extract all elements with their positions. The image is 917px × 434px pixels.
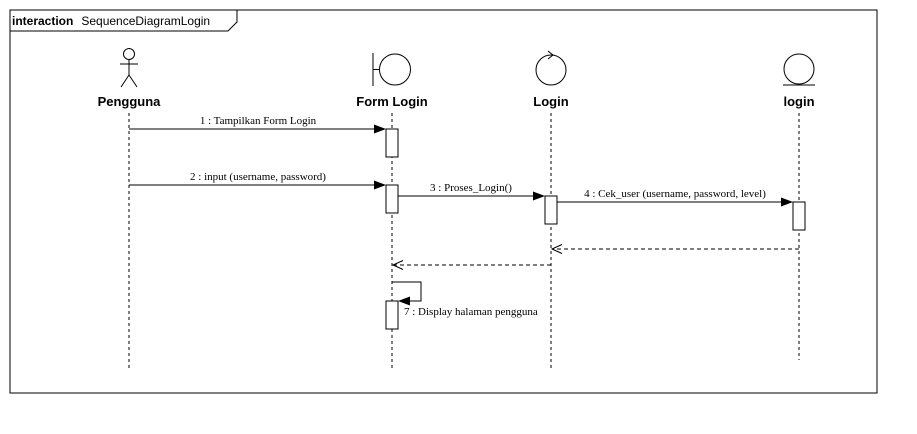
actor-icon — [120, 48, 138, 88]
return-message-6 — [391, 260, 551, 270]
frame-title: interaction SequenceDiagramLogin — [12, 12, 210, 29]
arrowhead — [398, 296, 410, 306]
message-1: 1 : Tampilkan Form Login — [129, 115, 386, 134]
message-label-1: 1 : Tampilkan Form Login — [200, 115, 317, 127]
message-4: 4 : Cek_user (username, password, level) — [557, 188, 793, 207]
arrowhead — [374, 180, 386, 190]
activation-bar — [792, 201, 806, 231]
participant-label-login-entity: login — [783, 94, 814, 109]
activation-bar — [385, 184, 399, 214]
frame-keyword: interaction — [12, 14, 73, 28]
activation-bar — [544, 195, 558, 225]
self-message-7: 7 : Display halaman pengguna — [392, 281, 538, 318]
message-label-3: 3 : Proses_Login() — [430, 182, 512, 194]
open-arrowhead — [391, 260, 404, 270]
participant-login: Login — [533, 50, 569, 370]
activation-bar — [385, 300, 399, 330]
arrowhead — [533, 191, 545, 201]
participant-login-entity: login — [783, 53, 815, 360]
arrowhead — [781, 197, 793, 207]
message-3: 3 : Proses_Login() — [398, 182, 545, 201]
return-message-5 — [550, 244, 799, 254]
frame-tab — [10, 10, 238, 32]
participant-label-pengguna: Pengguna — [98, 94, 162, 109]
participant-pengguna: Pengguna — [98, 48, 162, 370]
message-label-7: 7 : Display halaman pengguna — [404, 306, 538, 318]
frame-name: SequenceDiagramLogin — [81, 14, 210, 28]
control-icon — [535, 50, 567, 86]
message-2: 2 : input (username, password) — [129, 171, 386, 190]
participant-label-form-login: Form Login — [356, 94, 428, 109]
boundary-icon — [372, 53, 411, 86]
message-label-2: 2 : input (username, password) — [190, 171, 326, 183]
participant-label-login: Login — [533, 94, 568, 109]
arrowhead — [374, 124, 386, 134]
activation-bar — [385, 128, 399, 158]
interaction-frame — [9, 9, 878, 394]
message-label-4: 4 : Cek_user (username, password, level) — [584, 188, 766, 200]
open-arrowhead — [550, 244, 563, 254]
entity-icon — [783, 53, 815, 86]
